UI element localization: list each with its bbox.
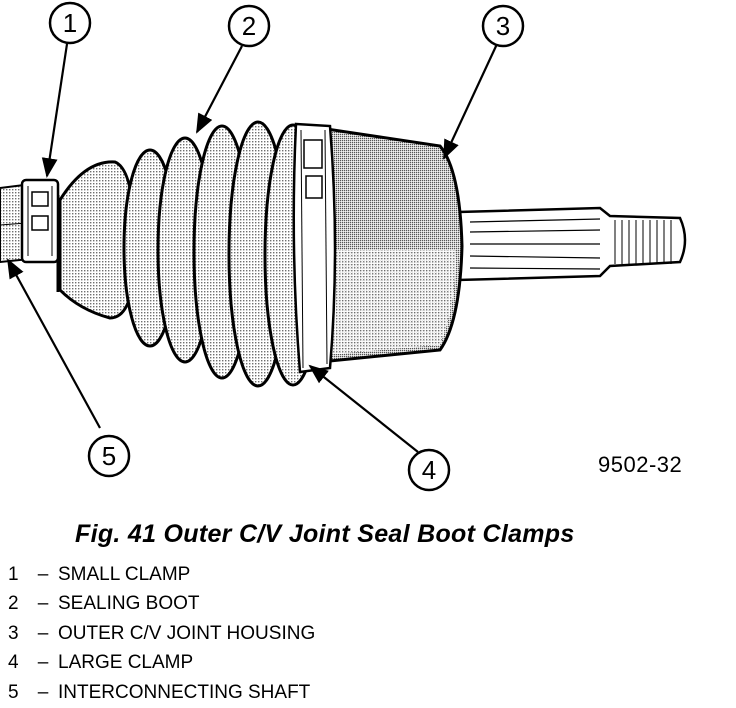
legend-separator: – (37, 563, 49, 585)
leader-line-3 (443, 43, 498, 160)
sealing-boot (56, 120, 323, 388)
legend-item: 1 – SMALL CLAMP (8, 560, 315, 590)
legend-list: 1 – SMALL CLAMP 2 – SEALING BOOT 3 – OUT… (8, 560, 315, 708)
figure-code: 9502-32 (598, 452, 683, 477)
callout-1: 1 (48, 1, 92, 45)
leader-line-5 (7, 258, 101, 429)
legend-label: SEALING BOOT (58, 593, 200, 615)
legend-number: 4 (8, 652, 19, 674)
callout-3: 3 (481, 4, 525, 48)
large-clamp (292, 122, 337, 374)
cv-joint-illustration: 1 2 3 4 5 (0, 1, 687, 492)
legend-item: 5 – INTERCONNECTING SHAFT (8, 678, 315, 708)
legend-number: 1 (8, 563, 19, 585)
figure-caption: Fig. 41 Outer C/V Joint Seal Boot Clamps (75, 520, 575, 548)
legend-item: 4 – LARGE CLAMP (8, 649, 315, 679)
svg-text:4: 4 (422, 455, 436, 485)
outer-cv-joint-housing (318, 126, 464, 364)
legend-label: INTERCONNECTING SHAFT (58, 681, 311, 703)
leader-line-1 (41, 43, 69, 178)
legend-item: 2 – SEALING BOOT (8, 590, 315, 620)
legend-separator: – (37, 681, 49, 703)
stub-shaft (456, 206, 687, 282)
legend-number: 5 (8, 681, 19, 703)
legend-label: LARGE CLAMP (58, 652, 194, 674)
legend-item: 3 – OUTER C/V JOINT HOUSING (8, 619, 315, 649)
leader-line-4 (308, 364, 419, 453)
legend-label: OUTER C/V JOINT HOUSING (58, 622, 316, 644)
legend-separator: – (37, 593, 49, 615)
legend-number: 2 (8, 593, 19, 615)
legend-separator: – (37, 622, 49, 644)
svg-text:3: 3 (496, 11, 510, 41)
small-clamp (20, 178, 60, 264)
callout-5: 5 (87, 434, 131, 478)
callout-4: 4 (407, 448, 451, 492)
svg-text:2: 2 (242, 11, 256, 41)
legend-number: 3 (8, 622, 19, 644)
legend-separator: – (37, 652, 49, 674)
callout-2: 2 (227, 4, 271, 48)
svg-text:1: 1 (63, 8, 77, 38)
leader-line-2 (196, 45, 243, 134)
svg-text:5: 5 (102, 441, 116, 471)
legend-label: SMALL CLAMP (58, 563, 191, 585)
